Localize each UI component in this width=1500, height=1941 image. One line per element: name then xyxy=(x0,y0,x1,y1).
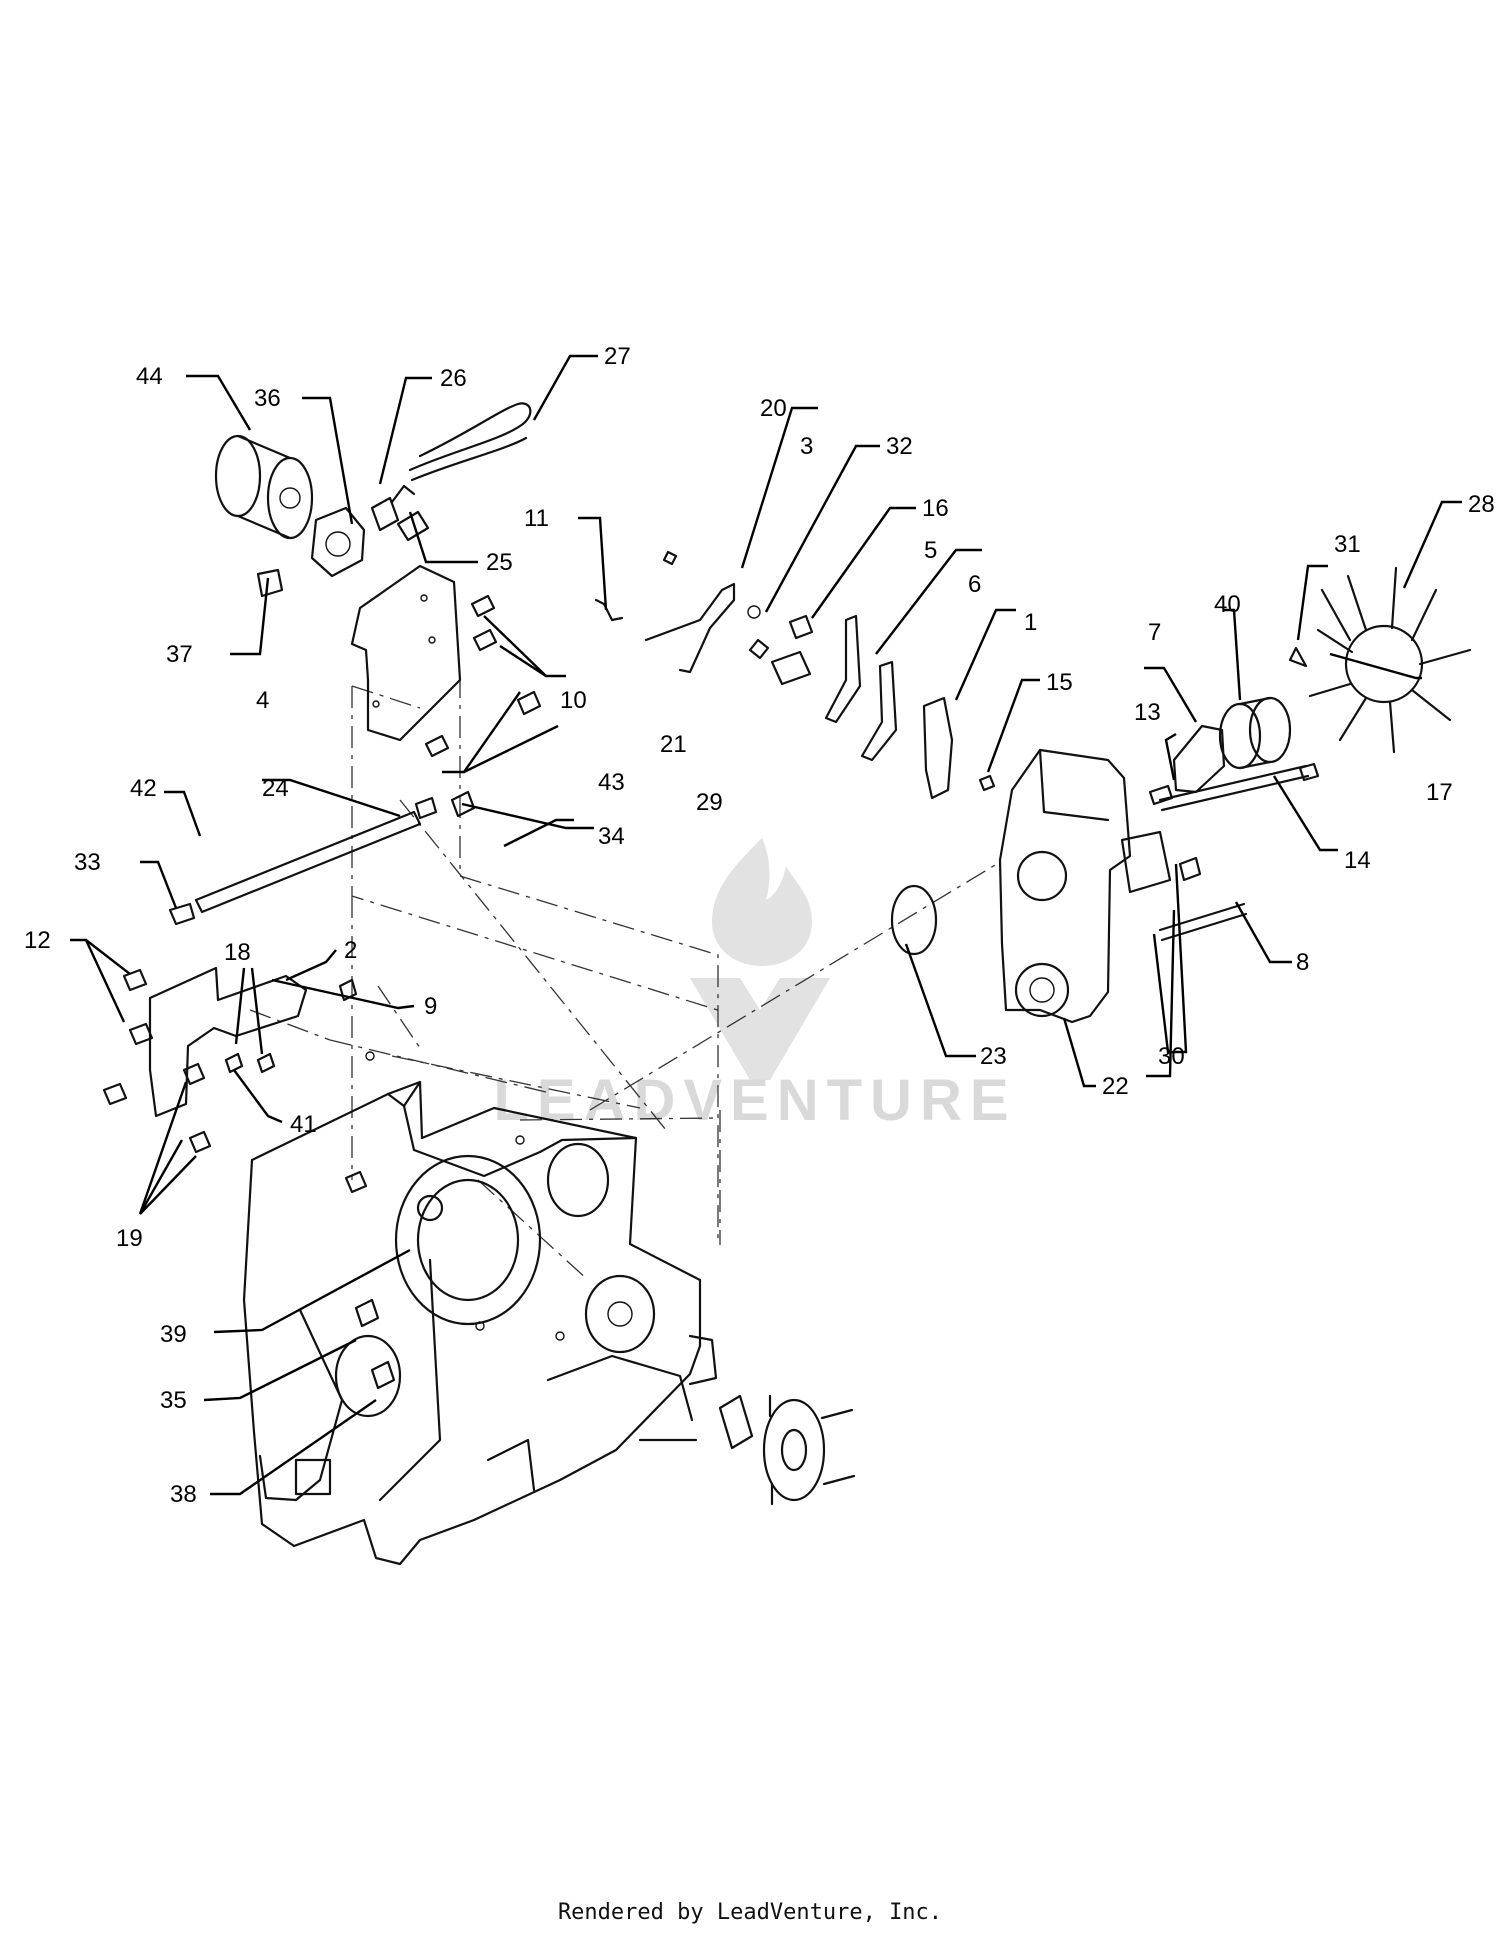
callout-33: 33 xyxy=(74,849,101,876)
callout-39: 39 xyxy=(160,1321,187,1348)
hydraulic-pump xyxy=(998,748,1174,1024)
fan xyxy=(1288,566,1472,754)
oil-tube xyxy=(408,402,532,482)
callout-2: 2 xyxy=(344,937,357,964)
callout-1: 1 xyxy=(1024,609,1037,636)
mount-bracket xyxy=(102,966,358,1154)
callout-41: 41 xyxy=(290,1111,317,1138)
callout-16: 16 xyxy=(922,495,949,522)
callout-17: 17 xyxy=(1426,779,1453,806)
watermark-text: LEADVENTURE xyxy=(493,1068,1016,1133)
callout-6: 6 xyxy=(968,571,981,598)
watermark-flame-icon xyxy=(712,838,812,966)
oil-filter xyxy=(214,434,314,540)
callout-40: 40 xyxy=(1214,591,1241,618)
mounting-plate xyxy=(350,564,462,742)
phantom-lines xyxy=(249,676,1001,1281)
callout-42: 42 xyxy=(130,775,157,802)
callout-28: 28 xyxy=(1468,491,1495,518)
callout-3: 3 xyxy=(800,433,813,460)
axle-hub xyxy=(718,1394,856,1506)
callout-18: 18 xyxy=(224,939,251,966)
callout-26: 26 xyxy=(440,365,467,392)
shaft xyxy=(168,790,476,926)
callout-7: 7 xyxy=(1148,619,1161,646)
watermark: LEADVENTURE xyxy=(493,838,1016,1133)
control-linkage xyxy=(594,550,996,800)
callout-22: 22 xyxy=(1102,1073,1129,1100)
plate-bolts xyxy=(424,594,542,758)
callout-37: 37 xyxy=(166,641,193,668)
drive-pulley xyxy=(1218,696,1292,770)
footer-credit: Rendered by LeadVenture, Inc. xyxy=(557,1900,943,1925)
callout-4: 4 xyxy=(256,687,269,714)
callout-27: 27 xyxy=(604,343,631,370)
callout-43: 43 xyxy=(598,769,625,796)
seal-ring xyxy=(890,884,938,956)
callout-35: 35 xyxy=(160,1387,187,1414)
callout-25: 25 xyxy=(486,549,513,576)
callout-29: 29 xyxy=(696,789,723,816)
leader-lines xyxy=(70,354,1462,1496)
callout-31: 31 xyxy=(1334,531,1361,558)
callout-15: 15 xyxy=(1046,669,1073,696)
callout-11: 11 xyxy=(524,505,549,532)
callout-13: 13 xyxy=(1134,699,1161,726)
callouts: 44 36 26 27 25 37 11 20 3 32 16 5 6 1 15… xyxy=(24,343,1495,1508)
callout-20: 20 xyxy=(760,395,787,422)
callout-32: 32 xyxy=(886,433,913,460)
fittings-transaxle xyxy=(344,1170,396,1390)
callout-21: 21 xyxy=(660,731,687,758)
callout-24: 24 xyxy=(262,775,289,802)
callout-38: 38 xyxy=(170,1481,197,1508)
callout-12: 12 xyxy=(24,927,51,954)
drive-hub xyxy=(1172,724,1226,794)
callout-30: 30 xyxy=(1158,1043,1185,1070)
callout-34: 34 xyxy=(598,823,625,850)
callout-44: 44 xyxy=(136,363,163,390)
callout-19: 19 xyxy=(116,1225,143,1252)
callout-14: 14 xyxy=(1344,847,1371,874)
watermark-v-logo-icon xyxy=(690,978,830,1080)
callout-5: 5 xyxy=(924,537,937,564)
callout-8: 8 xyxy=(1296,949,1309,976)
callout-10: 10 xyxy=(560,687,587,714)
transaxle-housing xyxy=(242,1051,718,1566)
callout-36: 36 xyxy=(254,385,281,412)
callout-23: 23 xyxy=(980,1043,1007,1070)
callout-9: 9 xyxy=(424,993,437,1020)
filter-adapter xyxy=(310,506,366,578)
